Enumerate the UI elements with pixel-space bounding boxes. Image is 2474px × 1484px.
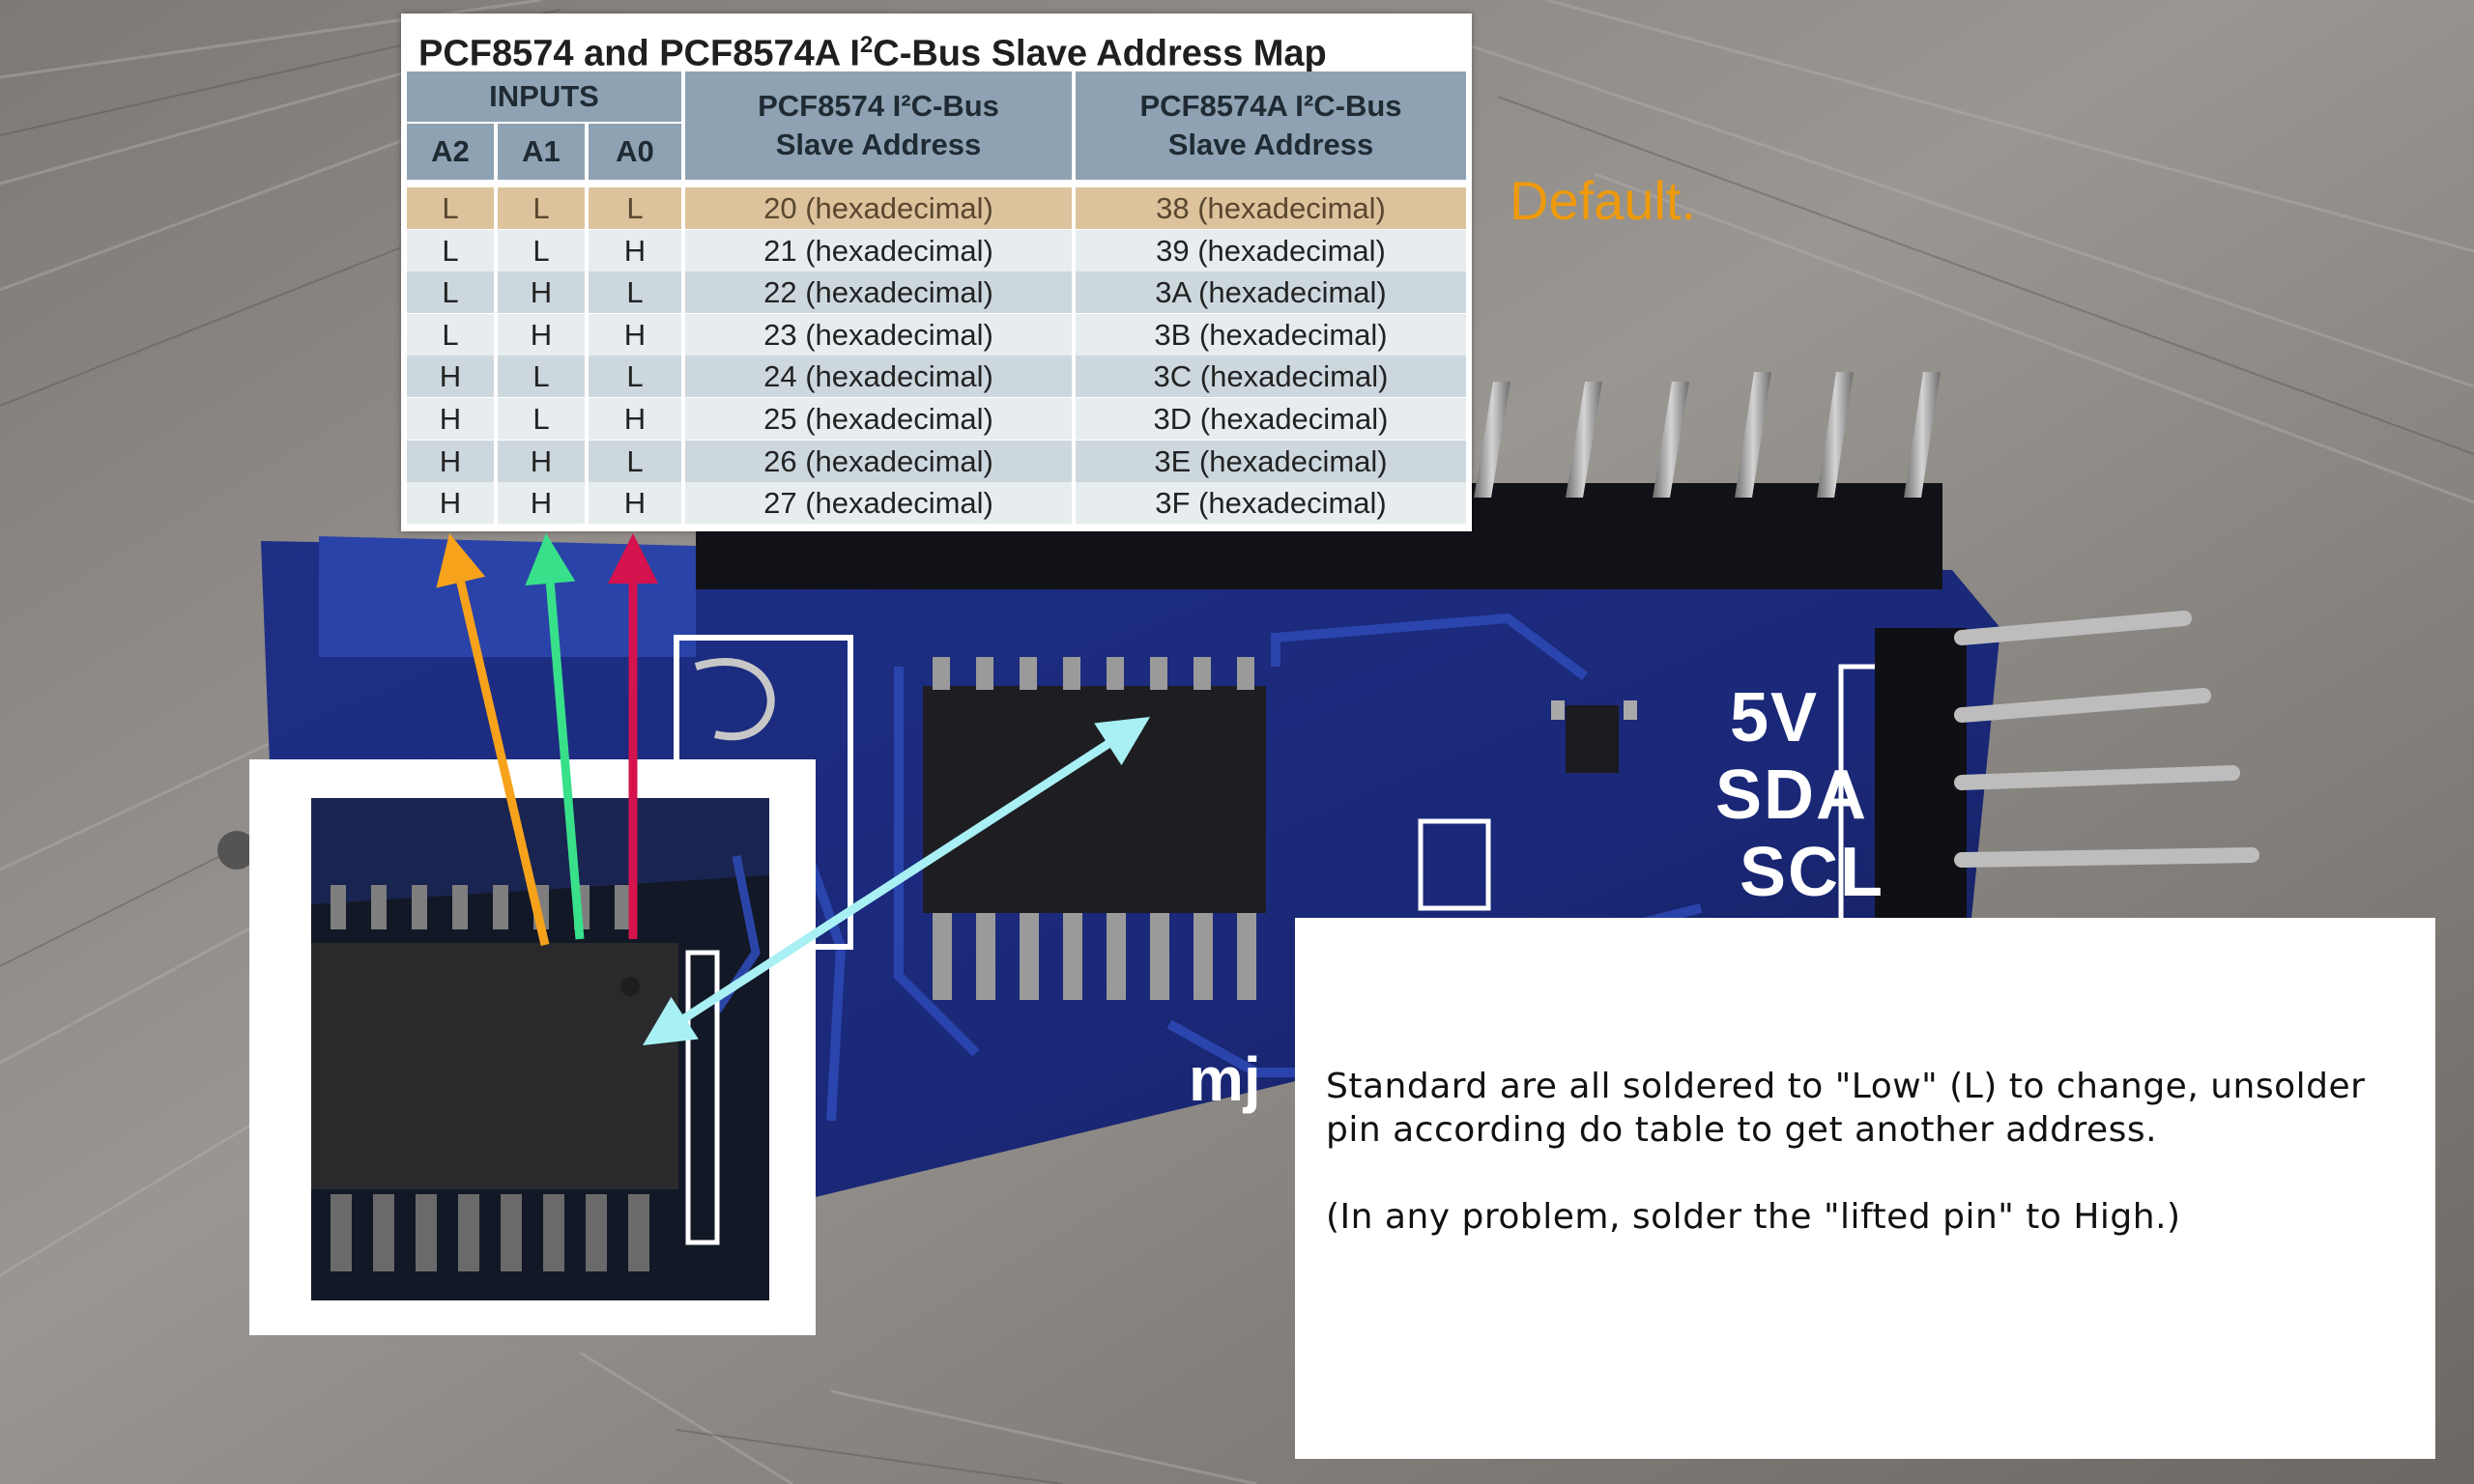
cell-a2: H <box>407 356 494 398</box>
col-header-pcf8574: PCF8574 I²C-Bus Slave Address <box>685 71 1072 180</box>
cell-pcf8574a-address: 3F (hexadecimal) <box>1076 482 1466 525</box>
cell-pcf8574a-address: 3A (hexadecimal) <box>1076 271 1466 314</box>
cell-pcf8574a-address: 39 (hexadecimal) <box>1076 229 1466 271</box>
cell-a0: L <box>589 187 681 229</box>
inputs-header: INPUTS <box>407 71 681 122</box>
cell-pcf8574-address: 24 (hexadecimal) <box>685 356 1072 398</box>
board-label-sda: SDA <box>1715 756 1869 834</box>
cell-a0: H <box>589 482 681 525</box>
cell-a1: L <box>498 187 585 229</box>
cell-a2: H <box>407 398 494 440</box>
cell-a1: L <box>498 229 585 271</box>
cell-a1: H <box>498 271 585 314</box>
cell-a0: L <box>589 356 681 398</box>
cell-a1: L <box>498 356 585 398</box>
cell-a2: L <box>407 271 494 314</box>
cell-a0: H <box>589 398 681 440</box>
col-header-pcf8574a: PCF8574A I²C-Bus Slave Address <box>1076 71 1466 180</box>
cell-a2: L <box>407 187 494 229</box>
col-header-a0: A0 <box>589 124 681 180</box>
cell-a0: H <box>589 313 681 356</box>
cell-pcf8574-address: 21 (hexadecimal) <box>685 229 1072 271</box>
cell-pcf8574-address: 20 (hexadecimal) <box>685 187 1072 229</box>
board-label-silkscreen: mj <box>1189 1044 1261 1114</box>
zoom-inset-photo <box>311 798 769 1300</box>
cell-pcf8574-address: 27 (hexadecimal) <box>685 482 1072 525</box>
board-label-scl: SCL <box>1740 834 1884 911</box>
address-table: PCF8574 and PCF8574A I2C-Bus Slave Addre… <box>401 14 1472 531</box>
cell-a2: L <box>407 313 494 356</box>
note-text: Standard are all soldered to "Low" (L) t… <box>1326 1065 2418 1239</box>
note-box: Standard are all soldered to "Low" (L) t… <box>1295 918 2435 1459</box>
cell-a0: L <box>589 440 681 482</box>
cell-pcf8574a-address: 3B (hexadecimal) <box>1076 313 1466 356</box>
cell-a1: H <box>498 313 585 356</box>
cell-a0: H <box>589 229 681 271</box>
cell-pcf8574-address: 25 (hexadecimal) <box>685 398 1072 440</box>
cell-a2: H <box>407 482 494 525</box>
col-header-a2: A2 <box>407 124 494 180</box>
note-line-2: (In any problem, solder the "lifted pin"… <box>1326 1197 2181 1237</box>
cell-pcf8574-address: 22 (hexadecimal) <box>685 271 1072 314</box>
table-title: PCF8574 and PCF8574A I2C-Bus Slave Addre… <box>418 32 1327 74</box>
cell-pcf8574-address: 26 (hexadecimal) <box>685 440 1072 482</box>
cell-a0: L <box>589 271 681 314</box>
cell-pcf8574a-address: 3D (hexadecimal) <box>1076 398 1466 440</box>
cell-pcf8574a-address: 38 (hexadecimal) <box>1076 187 1466 229</box>
cell-a1: L <box>498 398 585 440</box>
cell-pcf8574a-address: 3E (hexadecimal) <box>1076 440 1466 482</box>
cell-a2: H <box>407 440 494 482</box>
cell-pcf8574-address: 23 (hexadecimal) <box>685 313 1072 356</box>
cell-a1: H <box>498 482 585 525</box>
board-label-5v: 5V <box>1730 679 1820 756</box>
default-label: Default. <box>1510 170 1696 231</box>
cell-a2: L <box>407 229 494 271</box>
cell-a1: H <box>498 440 585 482</box>
col-header-a1: A1 <box>498 124 585 180</box>
note-line-1: Standard are all soldered to "Low" (L) t… <box>1326 1067 2366 1150</box>
cell-pcf8574a-address: 3C (hexadecimal) <box>1076 356 1466 398</box>
